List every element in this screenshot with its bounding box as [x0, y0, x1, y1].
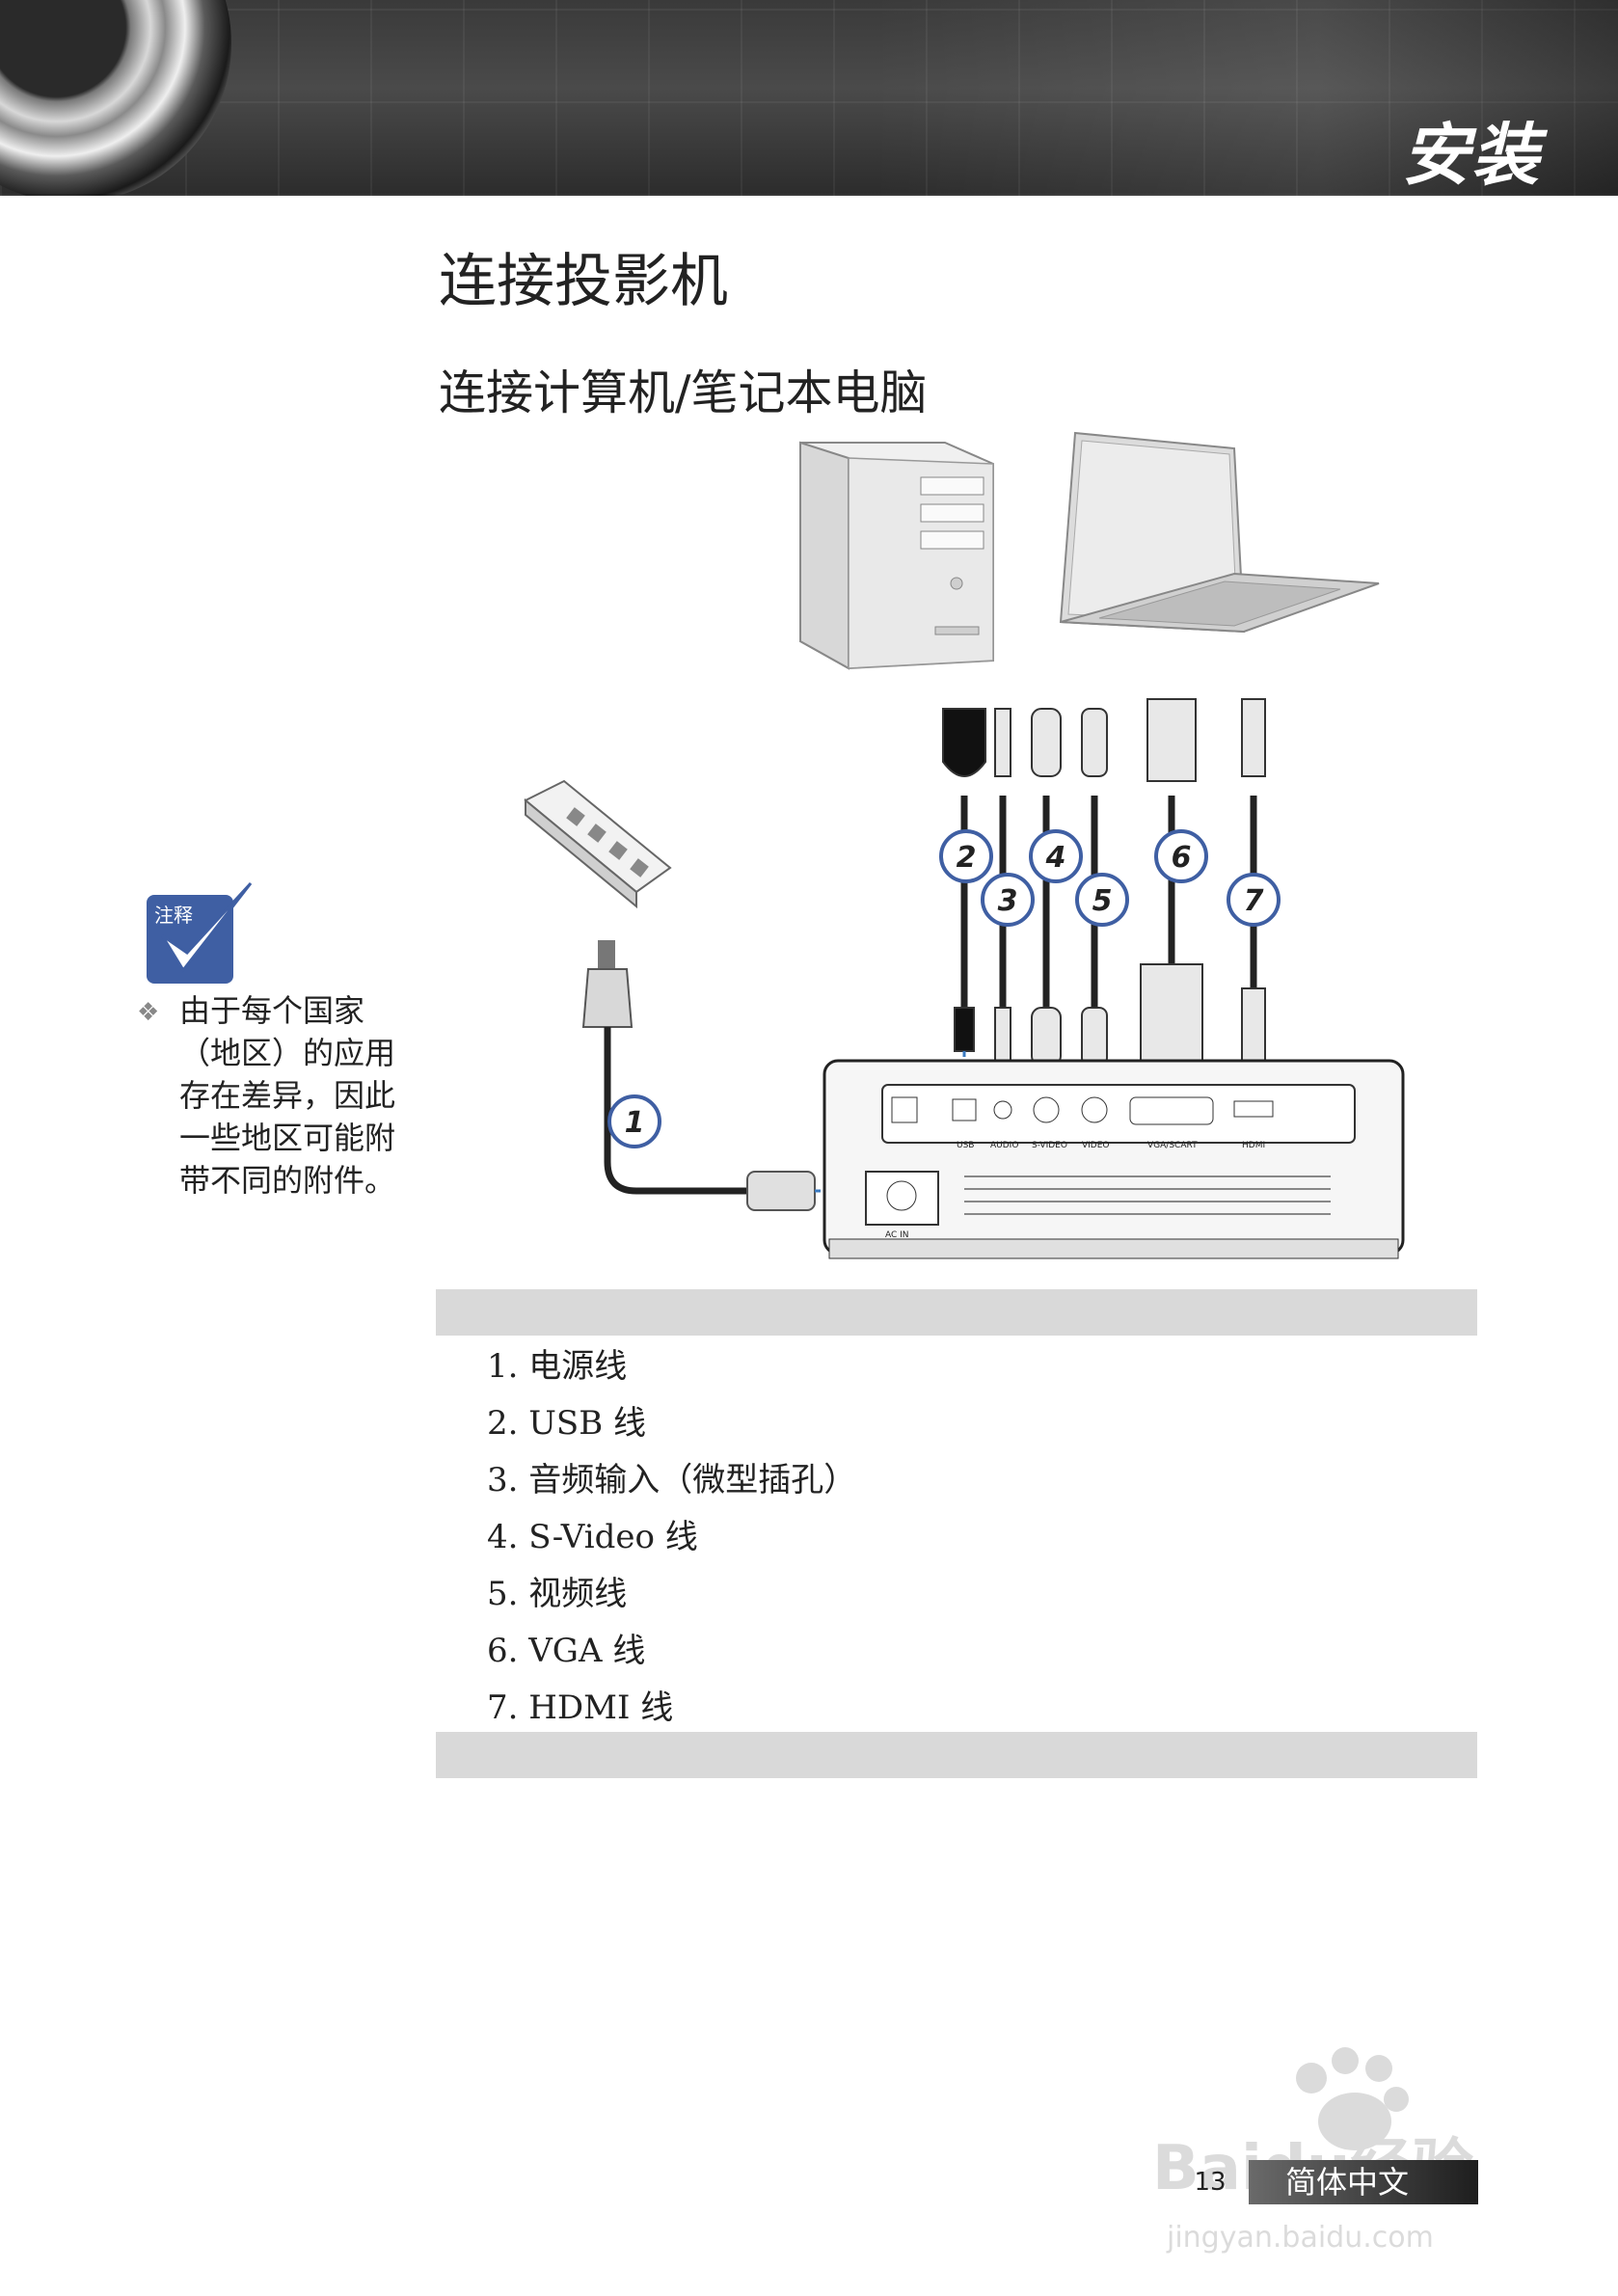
port-labels: USB AUDIO S-VIDEO VIDEO VGA/SCART HDMI A…	[885, 1141, 1265, 1240]
note-badge-label: 注释	[154, 904, 193, 927]
power-cable	[581, 940, 866, 1211]
header-shine	[868, 0, 1618, 196]
chapter-title: 安装	[1402, 116, 1541, 195]
callout-circles: 1 2 3 4 5 6 7	[607, 829, 1281, 1148]
cable-item: 2. USB 线	[487, 1404, 646, 1443]
desktop-computer-illustration	[799, 441, 994, 670]
note-list: ❖ 由于每个国家（地区）的应用存在差异，因此一些地区可能附带不同的附件。	[137, 989, 397, 1202]
callout-7: 7	[1244, 884, 1264, 918]
cable-item: 1. 电源线	[487, 1347, 628, 1386]
callout-1: 1	[625, 1106, 645, 1140]
callout-2: 2	[957, 841, 977, 875]
callout-5: 5	[1092, 884, 1113, 918]
baidu-watermark-logo: Baidu经验 jingyan.baidu.com	[1152, 2047, 1473, 2255]
port-label-hdmi: HDMI	[1242, 1141, 1265, 1150]
page-title: 连接投影机	[439, 248, 728, 315]
diamond-bullet-icon: ❖	[137, 998, 160, 1027]
port-label-video: VIDEO	[1082, 1141, 1110, 1150]
cable-item: 7. HDMI 线	[487, 1688, 674, 1727]
legend-top-bar	[436, 1289, 1477, 1336]
header-banner: 安装	[0, 0, 1618, 196]
laptop-illustration	[1059, 431, 1380, 634]
cable-item: 5. 视频线	[487, 1575, 628, 1613]
port-label-usb: USB	[957, 1141, 974, 1150]
note-checkmark-icon: 注释	[147, 881, 253, 984]
note-text: 由于每个国家（地区）的应用存在差异，因此一些地区可能附带不同的附件。	[179, 992, 396, 1199]
legend-bottom-bar	[436, 1732, 1477, 1778]
projector-rear-panel	[822, 1059, 1405, 1259]
callout-4: 4	[1045, 841, 1066, 875]
callout-6: 6	[1172, 841, 1192, 875]
cable-item: 3. 音频输入（微型插孔）	[487, 1461, 857, 1499]
connection-diagram: USB AUDIO S-VIDEO VIDEO VGA/SCART HDMI A…	[524, 431, 1405, 1259]
language-tab: 简体中文	[1249, 2160, 1478, 2204]
callout-3: 3	[998, 884, 1018, 918]
port-label-svideo: S-VIDEO	[1032, 1141, 1067, 1150]
cable-list: 1. 电源线 2. USB 线 3. 音频输入（微型插孔） 4. S-Video…	[487, 1338, 1355, 1737]
section-subtitle: 连接计算机/笔记本电脑	[439, 365, 928, 420]
page-number: 13	[1194, 2168, 1227, 2197]
cable-item: 4. S-Video 线	[487, 1518, 698, 1556]
cable-item: 6. VGA 线	[487, 1632, 646, 1670]
top-connectors	[942, 698, 1266, 782]
power-strip-illustration	[524, 779, 672, 909]
port-label-audio: AUDIO	[990, 1141, 1018, 1150]
port-label-ac-in: AC IN	[885, 1230, 909, 1240]
bottom-connectors	[954, 963, 1266, 1071]
watermark-url: jingyan.baidu.com	[1166, 2221, 1434, 2255]
page-footer: 13 简体中文	[1172, 2160, 1478, 2204]
header-grid-pattern	[0, 0, 1618, 196]
port-label-vga: VGA/SCART	[1147, 1141, 1198, 1150]
